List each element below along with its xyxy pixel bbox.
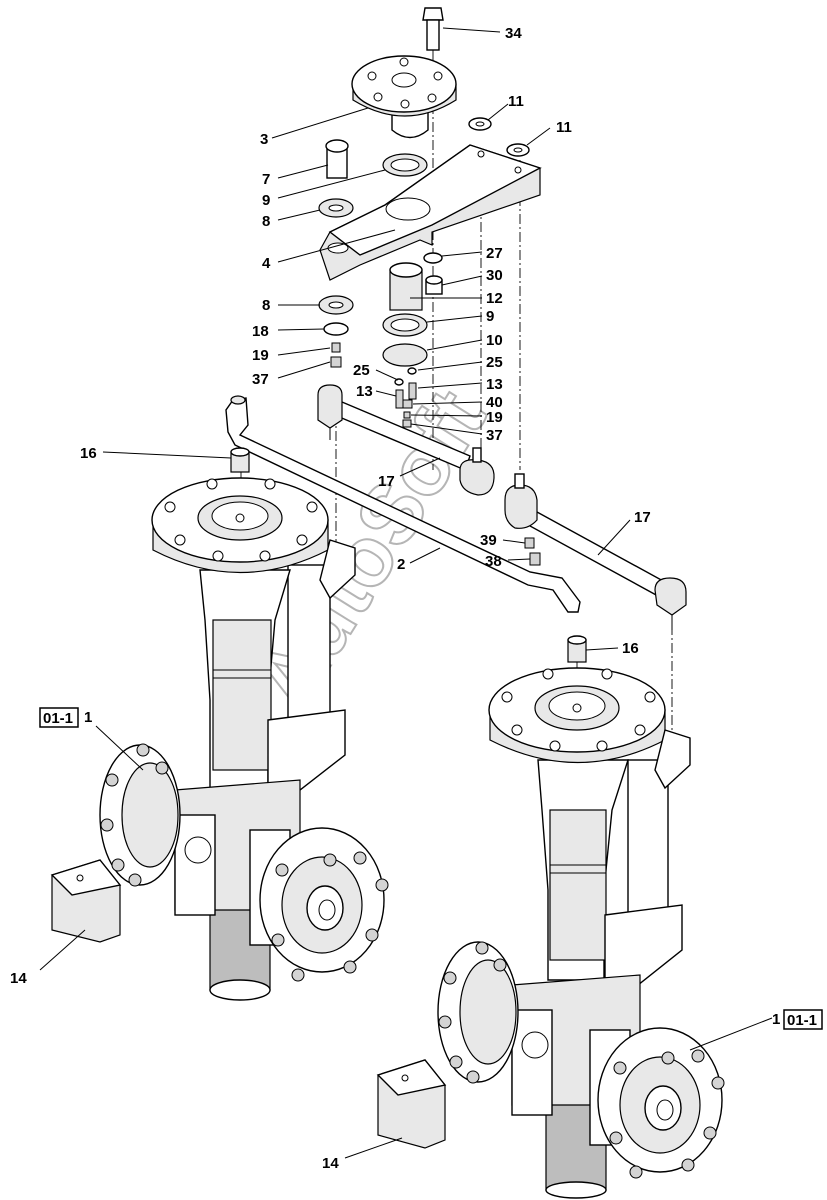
callout-13-a: 13 [356, 383, 373, 400]
callout-17-b: 17 [634, 509, 651, 526]
wheel-station-right [437, 667, 725, 1199]
callout-10: 10 [486, 332, 503, 349]
bolt-13-b [408, 382, 417, 400]
callout-37-a: 37 [252, 371, 269, 388]
callout-30: 30 [486, 267, 503, 284]
bracket-14-left [50, 859, 122, 943]
nipple-19-a [331, 342, 341, 353]
washer-27 [423, 252, 443, 264]
callout-14-b: 14 [322, 1155, 339, 1172]
callout-2: 2 [397, 556, 405, 573]
callout-7: 7 [262, 171, 270, 188]
steering-arm-4 [319, 144, 542, 281]
fitting-39 [524, 537, 535, 549]
callout-1-a: 1 [84, 709, 92, 726]
callout-17-a: 17 [378, 473, 395, 490]
callout-4: 4 [262, 255, 271, 272]
tie-rod-17-lower [504, 473, 687, 630]
reference-box-right[interactable]: 01-1 [783, 1009, 823, 1030]
cap-37-b [402, 419, 412, 428]
callout-16-a: 16 [80, 445, 97, 462]
callout-19-a: 19 [252, 347, 269, 364]
callout-16-b: 16 [622, 640, 639, 657]
bracket-40 [402, 399, 413, 409]
bolt-13-a [395, 389, 404, 409]
callout-38: 38 [485, 553, 502, 570]
callout-25-a: 25 [353, 362, 370, 379]
washer-25-a [394, 378, 404, 386]
callout-39: 39 [480, 532, 497, 549]
callout-1-b: 1 [772, 1011, 780, 1028]
callout-19-b: 19 [486, 409, 503, 426]
ring-18 [323, 322, 349, 336]
fitting-16-b [567, 635, 587, 663]
fitting-16-a [230, 447, 250, 473]
callout-13-b: 13 [486, 376, 503, 393]
cap-37-a [330, 356, 342, 368]
callout-18: 18 [252, 323, 269, 340]
callout-25-b: 25 [486, 354, 503, 371]
callout-34: 34 [505, 25, 522, 42]
bolt-34 [422, 7, 444, 51]
callout-9-a: 9 [262, 192, 270, 209]
nut-30 [425, 275, 443, 295]
callout-8-a: 8 [262, 213, 270, 230]
reference-box-left-label: 01-1 [43, 710, 73, 727]
bracket-14-right [376, 1059, 447, 1149]
callout-8-b: 8 [262, 297, 270, 314]
callout-9-b: 9 [486, 308, 494, 325]
reference-box-left[interactable]: 01-1 [39, 707, 79, 728]
callout-27: 27 [486, 245, 503, 262]
nipple-19-b [403, 411, 411, 419]
callout-14-a: 14 [10, 970, 27, 987]
callout-11-a: 11 [508, 93, 524, 110]
washer-25-b [407, 367, 417, 375]
wheel-station-left [99, 477, 389, 1001]
callout-37-b: 37 [486, 427, 503, 444]
fitting-38 [529, 552, 541, 566]
lube-pipe-2 [225, 395, 581, 613]
flange-hub-3 [351, 55, 457, 139]
pin-7 [325, 139, 349, 179]
callout-12: 12 [486, 290, 503, 307]
tie-rod-17-upper [317, 384, 495, 496]
callout-11-b: 11 [556, 119, 572, 136]
cover-disc-10 [382, 343, 428, 367]
bushing-12 [389, 262, 423, 311]
leader-lines [39, 27, 773, 1159]
callout-3: 3 [260, 131, 268, 148]
callout-labels: 34 3 11 11 7 9 8 4 27 30 12 8 9 18 10 19… [10, 25, 780, 1172]
callout-40: 40 [486, 394, 503, 411]
reference-box-right-label: 01-1 [787, 1012, 817, 1029]
